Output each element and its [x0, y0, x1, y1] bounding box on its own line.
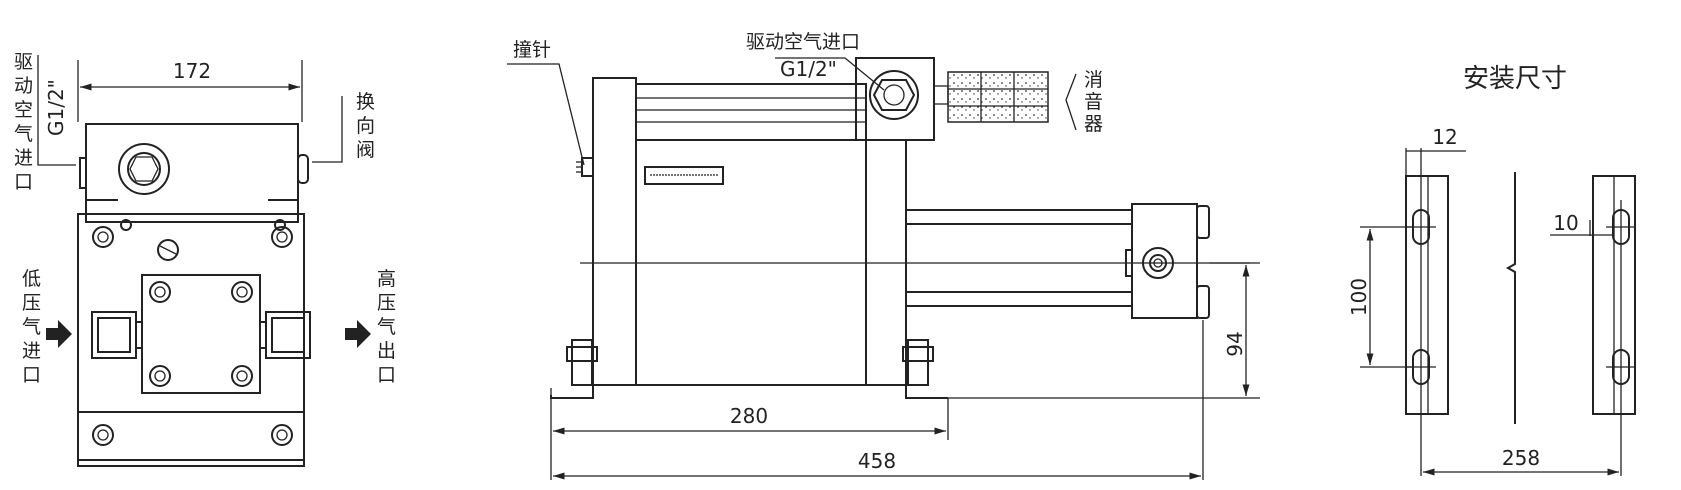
high-outlet-char-1: 压: [377, 292, 396, 314]
reversing-valve-char-2: 阀: [356, 139, 375, 161]
low-inlet-char-4: 口: [22, 364, 41, 386]
left-drive-air-thread: G1/2": [44, 79, 68, 136]
low-inlet-char-2: 气: [22, 316, 41, 338]
high-outlet-char-0: 高: [377, 268, 396, 290]
left-air-port: [118, 143, 170, 195]
front-dim-458: 458: [858, 449, 896, 473]
air-cylinder: [635, 83, 867, 141]
left-drive-air-inlet-label: 驱 动 空 气 进 口: [14, 51, 33, 193]
left-drive-air-char-1: 动: [14, 75, 33, 97]
install-dim-100: 100: [1347, 278, 1371, 316]
front-foot-bolt-right: [907, 339, 929, 386]
front-drive-air-label: 驱动空气进口: [746, 31, 860, 53]
muffler-leader: [1065, 73, 1077, 131]
high-outlet-arrow-icon: [345, 320, 371, 348]
muffler-char-1: 音: [1084, 91, 1103, 113]
low-inlet-char-1: 压: [22, 292, 41, 314]
low-inlet-char-0: 低: [22, 268, 41, 290]
install-title: 安装尺寸: [1463, 64, 1567, 94]
install-view: 安装尺寸 12 10 100 258: [1347, 64, 1636, 476]
reversing-valve-leader: [312, 96, 343, 163]
muffler-char-0: 消: [1084, 69, 1103, 91]
front-drive-air-leader: [775, 57, 885, 91]
install-dim-258: 258: [1502, 446, 1540, 470]
left-thread-leader: [37, 55, 76, 166]
front-dim-280: 280: [730, 404, 768, 428]
front-foot-bolt-left: [571, 339, 593, 386]
left-drive-air-char-0: 驱: [14, 51, 33, 73]
front-air-port: [869, 70, 919, 120]
striker: [581, 157, 594, 177]
reversing-valve: [297, 154, 309, 184]
nameplate: [644, 166, 724, 185]
install-dim-10: 10: [1553, 211, 1578, 235]
front-view: 撞针 驱动空气进口 G1/2" 消 音 器: [507, 31, 1260, 480]
left-view: 驱 动 空 气 进 口 G1/2" 172 换 向 阀: [14, 51, 396, 467]
striker-label: 撞针: [513, 39, 551, 61]
high-pressure-cylinder: [905, 223, 1133, 293]
front-left-end-plate: [592, 77, 637, 386]
left-center-plate: [141, 274, 261, 394]
high-outlet-char-3: 出: [377, 340, 396, 362]
outlet-block: [1131, 203, 1198, 319]
left-dim-172: 172: [173, 59, 211, 83]
striker-leader: [507, 63, 585, 166]
left-drive-air-char-5: 口: [14, 171, 33, 193]
install-bracket-left: [1405, 175, 1449, 415]
high-outlet-char-2: 气: [377, 316, 396, 338]
reversing-valve-char-1: 向: [356, 115, 375, 137]
left-body-bolts: [92, 226, 293, 446]
left-body: [77, 213, 305, 467]
left-drive-air-char-3: 气: [14, 123, 33, 145]
front-drive-air-thread: G1/2": [780, 57, 837, 81]
install-break-line: [1505, 172, 1516, 424]
low-inlet-char-3: 进: [22, 340, 41, 362]
front-dim-94: 94: [1223, 331, 1247, 356]
left-drive-air-char-4: 进: [14, 147, 33, 169]
muffler-char-2: 器: [1084, 113, 1103, 135]
left-valve-block: [85, 123, 299, 223]
left-drive-air-char-2: 空: [14, 99, 33, 121]
muffler: [947, 71, 1049, 123]
low-inlet-arrow-icon: [46, 320, 72, 348]
reversing-valve-char-0: 换: [356, 91, 375, 113]
high-outlet-char-4: 口: [377, 364, 396, 386]
install-dim-12: 12: [1432, 125, 1457, 149]
